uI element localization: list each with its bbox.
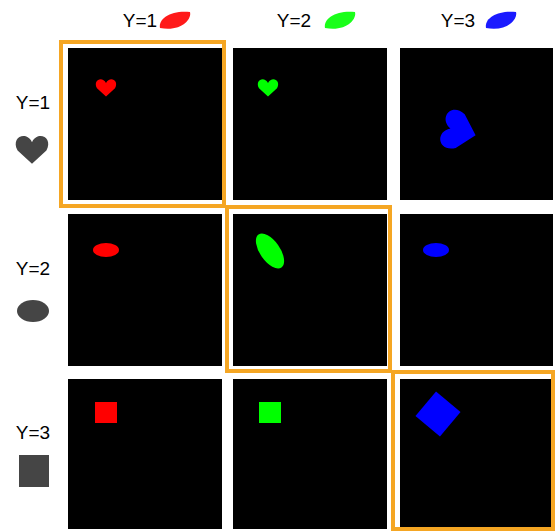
- column-label: Y=2: [277, 11, 311, 30]
- shape-icon: [19, 455, 49, 487]
- color-swatch: [486, 12, 516, 29]
- color-swatch: [325, 12, 355, 29]
- shape-icon: [16, 136, 49, 164]
- shape: [96, 79, 116, 96]
- shape: [415, 391, 460, 436]
- shape-icon: [17, 300, 49, 322]
- shape: [95, 402, 117, 423]
- row-label: Y=3: [16, 423, 50, 442]
- shape: [438, 108, 481, 155]
- shape: [250, 229, 289, 273]
- column-label: Y=1: [123, 11, 157, 30]
- row-label: Y=2: [16, 259, 50, 278]
- highlight-frame: [61, 42, 553, 529]
- shape: [258, 79, 278, 96]
- shape: [423, 243, 449, 257]
- row-label: Y=1: [16, 93, 50, 112]
- column-label: Y=3: [441, 11, 475, 30]
- shape: [93, 243, 119, 257]
- color-swatch: [160, 12, 190, 29]
- image-cells: [68, 48, 553, 529]
- shape: [259, 402, 281, 423]
